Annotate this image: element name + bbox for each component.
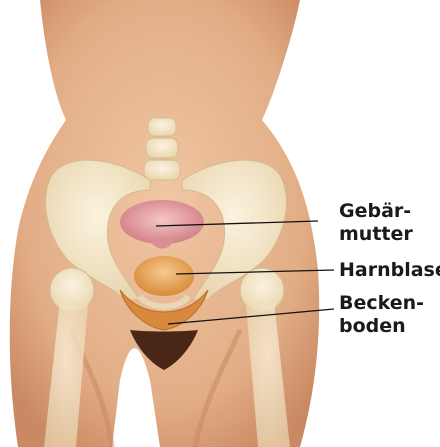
spine [144, 118, 180, 180]
pelvic-floor-label-line1: Becken- [339, 292, 424, 315]
uterus-label-line2: mutter [339, 223, 413, 246]
bladder-organ [134, 256, 194, 296]
bladder-label-text: Harnblase [339, 259, 440, 282]
uterus-label-line1: Gebär- [339, 200, 413, 223]
pelvic-floor-label: Becken- boden [339, 292, 424, 338]
bladder-label: Harnblase [339, 259, 440, 282]
uterus-label: Gebär- mutter [339, 200, 413, 246]
uterus-organ [120, 200, 204, 244]
pelvic-floor-label-line2: boden [339, 315, 424, 338]
